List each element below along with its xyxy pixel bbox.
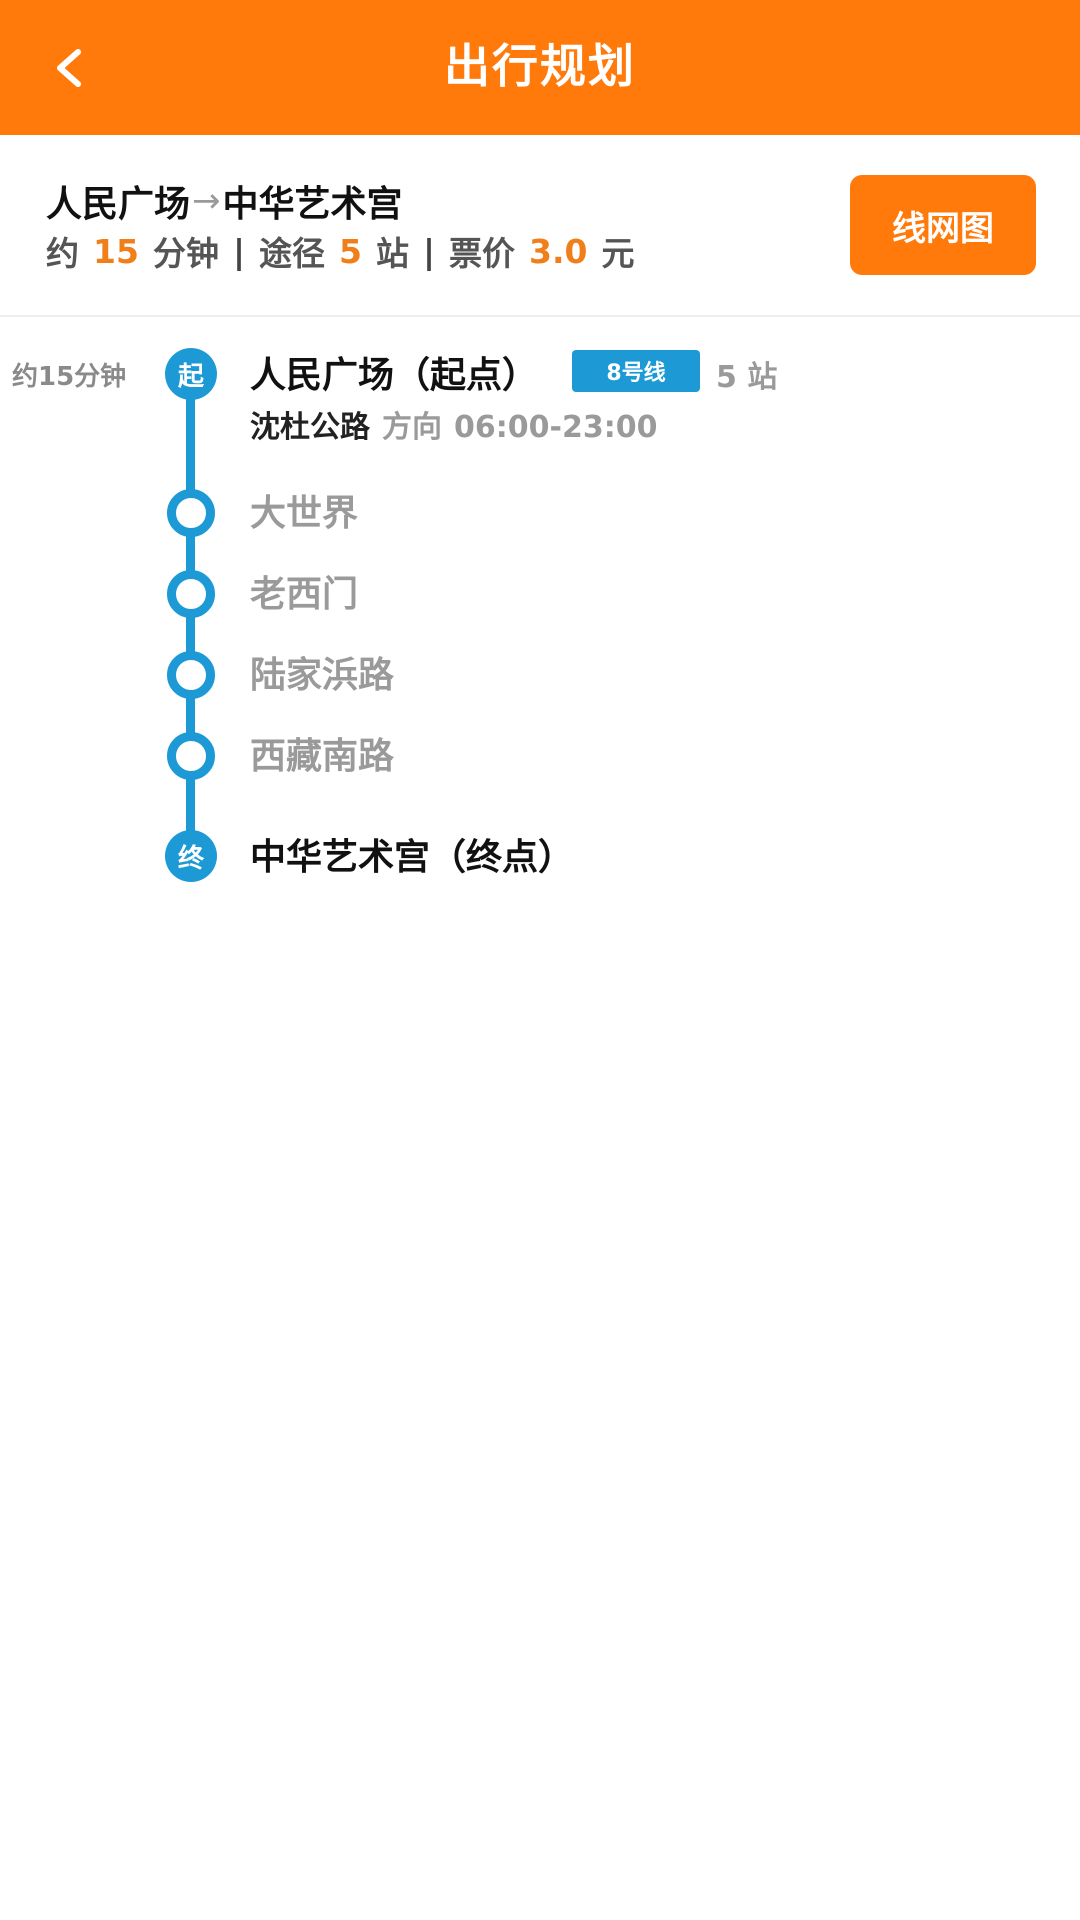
station-item[interactable]: 西藏南路 [250, 736, 395, 777]
station-node-icon [167, 732, 215, 780]
end-badge: 终 [165, 830, 217, 882]
start-station-name[interactable]: 人民广场（起点） [250, 355, 539, 396]
line-badge[interactable]: 8号线 [572, 350, 700, 392]
arrow-right-icon: → [192, 181, 221, 221]
fare-label: 票价 [449, 234, 516, 273]
duration-value: 15 [93, 231, 139, 271]
app-header: 出行规划 [0, 0, 1080, 135]
route-meta: 约 15 分钟 | 途径 5 站 | 票价 3.0 元 [46, 227, 635, 275]
approx-label: 约 [46, 234, 79, 273]
station-item[interactable]: 陆家浜路 [250, 655, 395, 696]
back-button[interactable] [30, 28, 110, 108]
fare-unit: 元 [601, 234, 635, 273]
route-title: 人民广场 → 中华艺术宫 [46, 175, 403, 227]
stops-count: 5 站 [716, 360, 778, 395]
fare-value: 3.0 [529, 231, 588, 271]
station-node-icon [167, 489, 215, 537]
via-unit: 站 [375, 234, 409, 273]
station-node-icon [167, 651, 215, 699]
origin-station: 人民广场 [46, 184, 191, 225]
service-time: 06:00-23:00 [454, 410, 658, 445]
network-map-button[interactable]: 线网图 [850, 175, 1036, 275]
direction-info: 沈杜公路方向 06:00-23:00 [250, 402, 657, 446]
route-timeline: 约15分钟 起 人民广场（起点） 8号线 5 站 沈杜公路方向 06:00-23:… [0, 320, 1080, 920]
start-badge: 起 [165, 348, 217, 400]
route-summary: 人民广场 → 中华艺术宫 约 15 分钟 | 途径 5 站 | 票价 3.0 元… [0, 135, 1080, 317]
separator: | [232, 231, 245, 271]
end-station-name[interactable]: 中华艺术宫（终点） [250, 837, 575, 878]
duration-unit: 分钟 [152, 234, 219, 273]
destination-station: 中华艺术宫 [222, 184, 403, 225]
direction-name: 沈杜公路 [250, 410, 370, 445]
page-title: 出行规划 [444, 39, 636, 93]
via-label: 途径 [259, 234, 325, 273]
station-item[interactable]: 大世界 [250, 493, 359, 534]
separator: | [422, 231, 436, 271]
direction-label: 方向 [382, 410, 442, 445]
chevron-left-icon [57, 49, 81, 87]
segment-duration: 约15分钟 [12, 362, 127, 392]
via-value: 5 [339, 231, 362, 271]
station-item[interactable]: 老西门 [250, 574, 359, 615]
station-node-icon [167, 570, 215, 618]
